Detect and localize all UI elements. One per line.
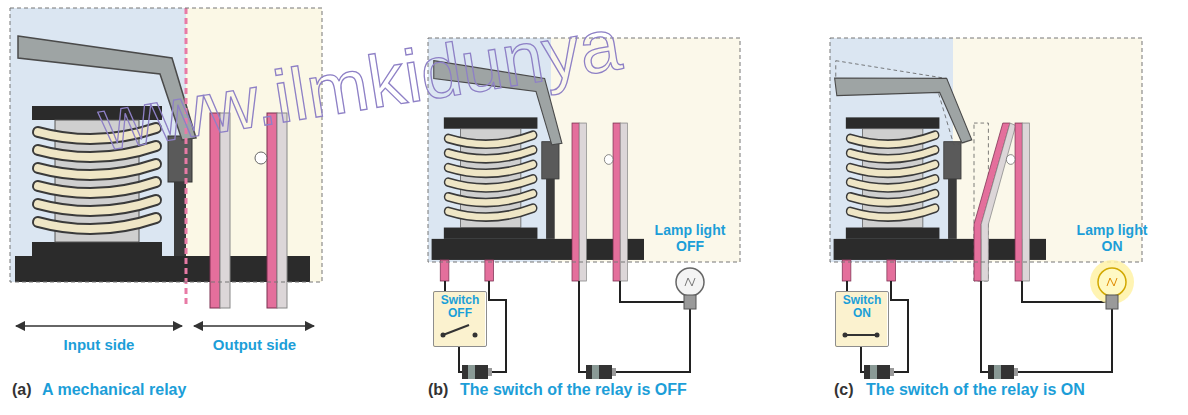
battery-band: [994, 365, 1001, 379]
moving-contact: [572, 123, 586, 281]
switch-box: Switch OFF: [433, 291, 487, 347]
wire: [846, 281, 848, 291]
label-box: A mechanical relay: [42, 381, 186, 399]
battery-cap: [1014, 368, 1018, 376]
side-label: Input side: [14, 336, 184, 353]
armature-pulled: [835, 58, 972, 161]
fixed-contact: [255, 113, 287, 308]
wire: [489, 281, 506, 372]
figure-caption: The switch of the relay is OFF: [460, 381, 687, 399]
label-box: The switch of the relay is ON: [866, 381, 1085, 399]
figure-letter: (b): [428, 381, 448, 399]
wire: [616, 309, 690, 372]
wire: [1018, 309, 1112, 372]
fixed-contact: [604, 123, 627, 281]
label-box: (a): [12, 381, 32, 399]
label-box: (b): [428, 381, 448, 399]
switch-box: Switch ON: [835, 291, 889, 347]
label-box: www.ilmkidunya: [100, 85, 626, 166]
lamp-base: [684, 295, 696, 309]
switch-lever-open: [443, 325, 469, 335]
wire: [981, 281, 988, 372]
figure-caption: The switch of the relay is ON: [866, 381, 1085, 399]
battery-cap: [488, 368, 492, 376]
switch-housing: [835, 291, 887, 347]
wire: [891, 281, 908, 372]
relay-coil: [432, 117, 644, 260]
battery-symbol: [462, 365, 488, 379]
wire: [459, 347, 462, 372]
label-box: Input side: [14, 336, 184, 353]
lamp-filament: [685, 278, 695, 286]
battery-band: [468, 365, 475, 379]
coil-terminals: [440, 260, 493, 281]
switch-label: Switch ON: [839, 294, 885, 320]
label-box: Lamp light OFF: [650, 222, 730, 254]
moving-contact-closed: [974, 123, 1016, 281]
wire: [620, 281, 684, 302]
switch-housing: [433, 291, 485, 347]
relay-coil: [834, 117, 1046, 260]
battery-band: [592, 365, 599, 379]
wire: [444, 281, 446, 291]
label-box: The switch of the relay is OFF: [460, 381, 687, 399]
lamp-bulb-on: [1098, 268, 1126, 296]
switch-lever-closed: [845, 334, 877, 336]
coil-terminals: [842, 260, 895, 281]
figure-letter: (a): [12, 381, 32, 399]
divider-line: [185, 8, 188, 308]
battery-cap: [612, 368, 616, 376]
figure-letter: (c): [834, 381, 854, 399]
battery-band: [870, 365, 877, 379]
fixed-contact: [1006, 123, 1029, 281]
battery-cap: [890, 368, 894, 376]
battery-symbol: [864, 365, 890, 379]
label-box: Lamp light ON: [1072, 222, 1152, 254]
switch-label: Switch OFF: [437, 294, 483, 320]
lamp-base: [1106, 295, 1118, 309]
wire: [579, 281, 586, 372]
switch-terminal: [473, 333, 478, 338]
battery-symbol: [586, 365, 612, 379]
figure-caption: A mechanical relay: [42, 381, 186, 399]
battery-symbol: [988, 365, 1014, 379]
lamp-label: Lamp light ON: [1072, 222, 1152, 254]
lamp-filament: [1107, 278, 1117, 286]
wire: [861, 347, 864, 372]
relay-a: [15, 8, 310, 308]
label-box: (c): [834, 381, 854, 399]
label-box: Output side: [192, 336, 317, 353]
span-arrow: [194, 325, 314, 327]
lamp-bulb-off: [676, 268, 704, 296]
relay-c: [834, 58, 1046, 281]
span-arrow: [16, 325, 182, 327]
side-label: Output side: [192, 336, 317, 353]
lamp-label: Lamp light OFF: [650, 222, 730, 254]
